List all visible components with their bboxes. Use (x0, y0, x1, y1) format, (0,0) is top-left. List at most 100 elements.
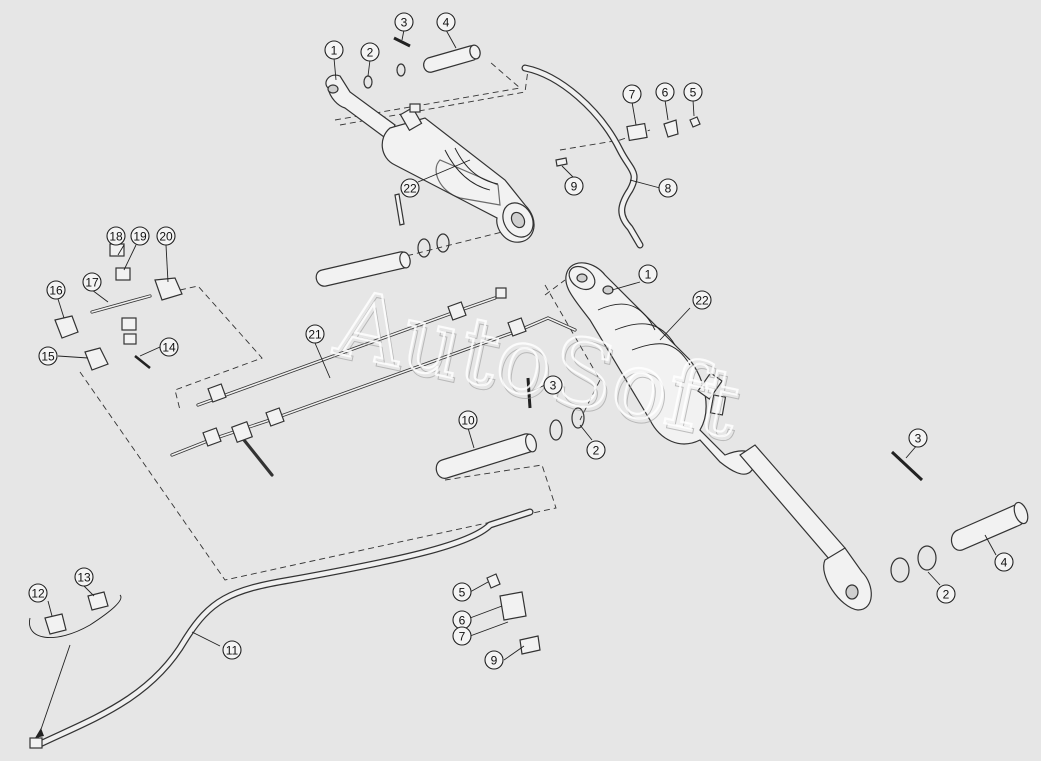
callout-label: 1 (645, 268, 652, 282)
callout-circle (452, 582, 472, 602)
callout-3: 3 (908, 428, 928, 448)
top-pin-set (363, 36, 481, 89)
callout-circle (658, 178, 678, 198)
callout-label: 15 (41, 350, 55, 364)
callout-14: 14 (159, 337, 179, 357)
callout-9: 9 (564, 176, 584, 196)
callout-circle (74, 567, 94, 587)
callout-22: 22 (692, 290, 712, 310)
callout-label: 20 (159, 230, 173, 244)
callout-3: 3 (394, 12, 414, 32)
callout-16: 16 (46, 280, 66, 300)
callout-7: 7 (622, 84, 642, 104)
callout-circle (222, 640, 242, 660)
callout-10: 10 (458, 410, 478, 430)
callout-9: 9 (484, 650, 504, 670)
callout-label: 4 (443, 16, 450, 30)
watermark: AutoSoft AutoSoft (325, 268, 751, 464)
callout-label: 12 (31, 587, 45, 601)
callout-circle (394, 12, 414, 32)
callout-circle (360, 42, 380, 62)
callout-circle (38, 346, 58, 366)
callout-label: 7 (629, 88, 636, 102)
callout-circle (564, 176, 584, 196)
callout-circle (159, 337, 179, 357)
callout-circle (436, 12, 456, 32)
callout-2: 2 (586, 440, 606, 460)
hydraulic-cylinder-main (565, 262, 872, 611)
callout-circle (82, 272, 102, 292)
callout-13: 13 (74, 567, 94, 587)
callout-circle (908, 428, 928, 448)
callout-label: 7 (459, 630, 466, 644)
callout-22: 22 (400, 178, 420, 198)
callout-5: 5 (683, 82, 703, 102)
callout-label: 10 (461, 414, 475, 428)
callout-label: 16 (49, 284, 63, 298)
callout-2: 2 (936, 584, 956, 604)
callout-1: 1 (638, 264, 658, 284)
fittings-12-13 (29, 591, 122, 739)
callout-21: 21 (305, 324, 325, 344)
leader-lines (47, 29, 997, 661)
callout-label: 2 (943, 588, 950, 602)
callout-circle (324, 40, 344, 60)
callout-circle (305, 324, 325, 344)
callout-circle (458, 410, 478, 430)
callout-circle (46, 280, 66, 300)
callout-circle (622, 84, 642, 104)
callout-label: 9 (491, 654, 498, 668)
callout-label: 14 (162, 341, 176, 355)
callout-circle (683, 82, 703, 102)
callout-circle (994, 552, 1014, 572)
middle-pin-top (315, 233, 450, 287)
callout-19: 19 (130, 226, 150, 246)
callout-label: 17 (85, 276, 99, 290)
callout-11: 11 (222, 640, 242, 660)
callout-label: 9 (571, 180, 578, 194)
callout-circle (452, 626, 472, 646)
callout-circle (400, 178, 420, 198)
pipe-8 (521, 64, 644, 249)
callout-7: 7 (452, 626, 472, 646)
callout-circle (130, 226, 150, 246)
callout-circle (638, 264, 658, 284)
callout-circle (484, 650, 504, 670)
hydraulic-cylinder-top (325, 74, 535, 243)
callout-circle (156, 226, 176, 246)
svg-text:AutoSoft: AutoSoft (326, 269, 748, 459)
callout-20: 20 (156, 226, 176, 246)
callout-15: 15 (38, 346, 58, 366)
callout-label: 1 (331, 44, 338, 58)
callout-circle (936, 584, 956, 604)
callout-label: 11 (226, 644, 239, 658)
bracket-parts-top (555, 116, 701, 167)
callout-circle (543, 375, 563, 395)
callout-label: 5 (459, 586, 466, 600)
callout-label: 21 (308, 328, 322, 342)
callout-6: 6 (452, 610, 472, 630)
bracket-parts-bottom (486, 573, 541, 655)
fittings-left (54, 243, 183, 371)
callout-8: 8 (658, 178, 678, 198)
callout-5: 5 (452, 582, 472, 602)
callout-label: 22 (403, 182, 417, 196)
callout-label: 18 (109, 230, 123, 244)
callout-1: 1 (324, 40, 344, 60)
callout-6: 6 (655, 82, 675, 102)
callout-label: 22 (695, 294, 709, 308)
callout-label: 6 (459, 614, 466, 628)
right-pin-set (890, 450, 1029, 583)
callout-label: 19 (133, 230, 147, 244)
callout-3: 3 (543, 375, 563, 395)
callout-label: 6 (662, 86, 669, 100)
callout-label: 2 (367, 46, 374, 60)
callout-17: 17 (82, 272, 102, 292)
callout-label: 3 (401, 16, 408, 30)
hydraulic-lines-21 (170, 287, 577, 477)
callout-4: 4 (436, 12, 456, 32)
callout-label: 8 (665, 182, 672, 196)
middle-pin-main (435, 377, 585, 479)
